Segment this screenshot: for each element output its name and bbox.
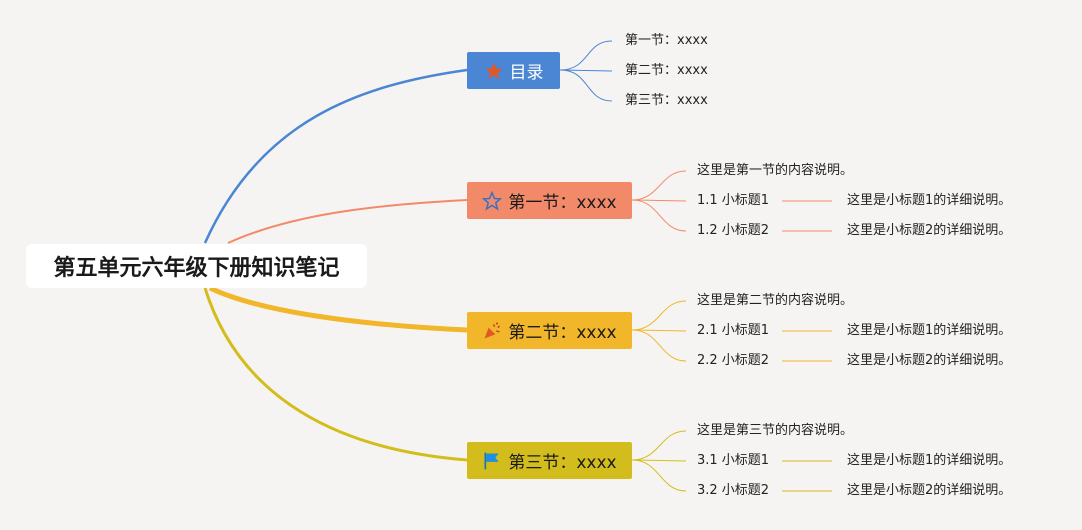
section-1-sub-1-desc[interactable]: 这里是小标题1的详细说明。 [847,193,1012,208]
section-1-sub-1-title[interactable]: 1.1 小标题1 [697,193,770,208]
branch-section-2[interactable]: 第二节：xxxx [467,312,632,349]
toc-item-1[interactable]: 第一节：xxxx [625,33,708,48]
branch-toc-label: 目录 [509,63,544,83]
connector-root-section3 [203,287,468,462]
section-2-sub-2-desc[interactable]: 这里是小标题2的详细说明。 [847,353,1012,368]
connector-toc-item2 [559,69,613,72]
connector-s2-intro [631,300,687,331]
connector-root-toc [203,68,468,244]
root-topic[interactable]: 第五单元六年级下册知识笔记 [26,244,367,288]
connector-s2-sub1 [631,329,687,332]
section-2-intro[interactable]: 这里是第二节的内容说明。 [697,293,854,308]
section-2-sub-1-title[interactable]: 2.1 小标题1 [697,323,770,338]
branch-section-3-label: 第三节：xxxx [508,453,617,473]
star-filled-icon [485,62,502,79]
branch-section-3[interactable]: 第三节：xxxx [467,442,632,479]
connector-s2-sub2 [631,329,687,362]
branch-toc[interactable]: 目录 [467,52,560,89]
connector-s1-sub1 [631,199,687,202]
connector-toc-item3 [559,69,613,102]
root-title: 第五单元六年级下册知识笔记 [53,256,340,281]
section-2-sub-1-desc[interactable]: 这里是小标题1的详细说明。 [847,323,1012,338]
section-3-sub-1-desc[interactable]: 这里是小标题1的详细说明。 [847,453,1012,468]
section-3-sub-2-desc[interactable]: 这里是小标题2的详细说明。 [847,483,1012,498]
toc-item-2[interactable]: 第二节：xxxx [625,63,708,78]
branch-section-1[interactable]: 第一节：xxxx [467,182,632,219]
section-1-intro[interactable]: 这里是第一节的内容说明。 [697,163,854,178]
connector-s1-sub2 [631,199,687,232]
connector-root-section2 [208,285,468,333]
section-1-sub-2-title[interactable]: 1.2 小标题2 [697,223,770,238]
section-3-sub-2-title[interactable]: 3.2 小标题2 [697,483,770,498]
connector-root-section1 [227,199,468,244]
flag-icon [484,452,500,469]
section-3-intro[interactable]: 这里是第三节的内容说明。 [697,423,854,438]
section-3-sub-1-title[interactable]: 3.1 小标题1 [697,453,770,468]
connector-toc-item1 [559,40,613,71]
star-outline-icon [482,190,503,211]
branch-section-1-label: 第一节：xxxx [508,193,617,213]
section-2-sub-2-title[interactable]: 2.2 小标题2 [697,353,770,368]
connector-s3-sub1 [631,459,687,462]
connector-s3-intro [631,430,687,461]
section-1-sub-2-desc[interactable]: 这里是小标题2的详细说明。 [847,223,1012,238]
connector-s1-intro [631,170,687,201]
connector-s3-sub2 [631,459,687,492]
branch-section-2-label: 第二节：xxxx [508,323,617,343]
toc-item-3[interactable]: 第三节：xxxx [625,93,708,108]
party-popper-icon [484,322,501,338]
